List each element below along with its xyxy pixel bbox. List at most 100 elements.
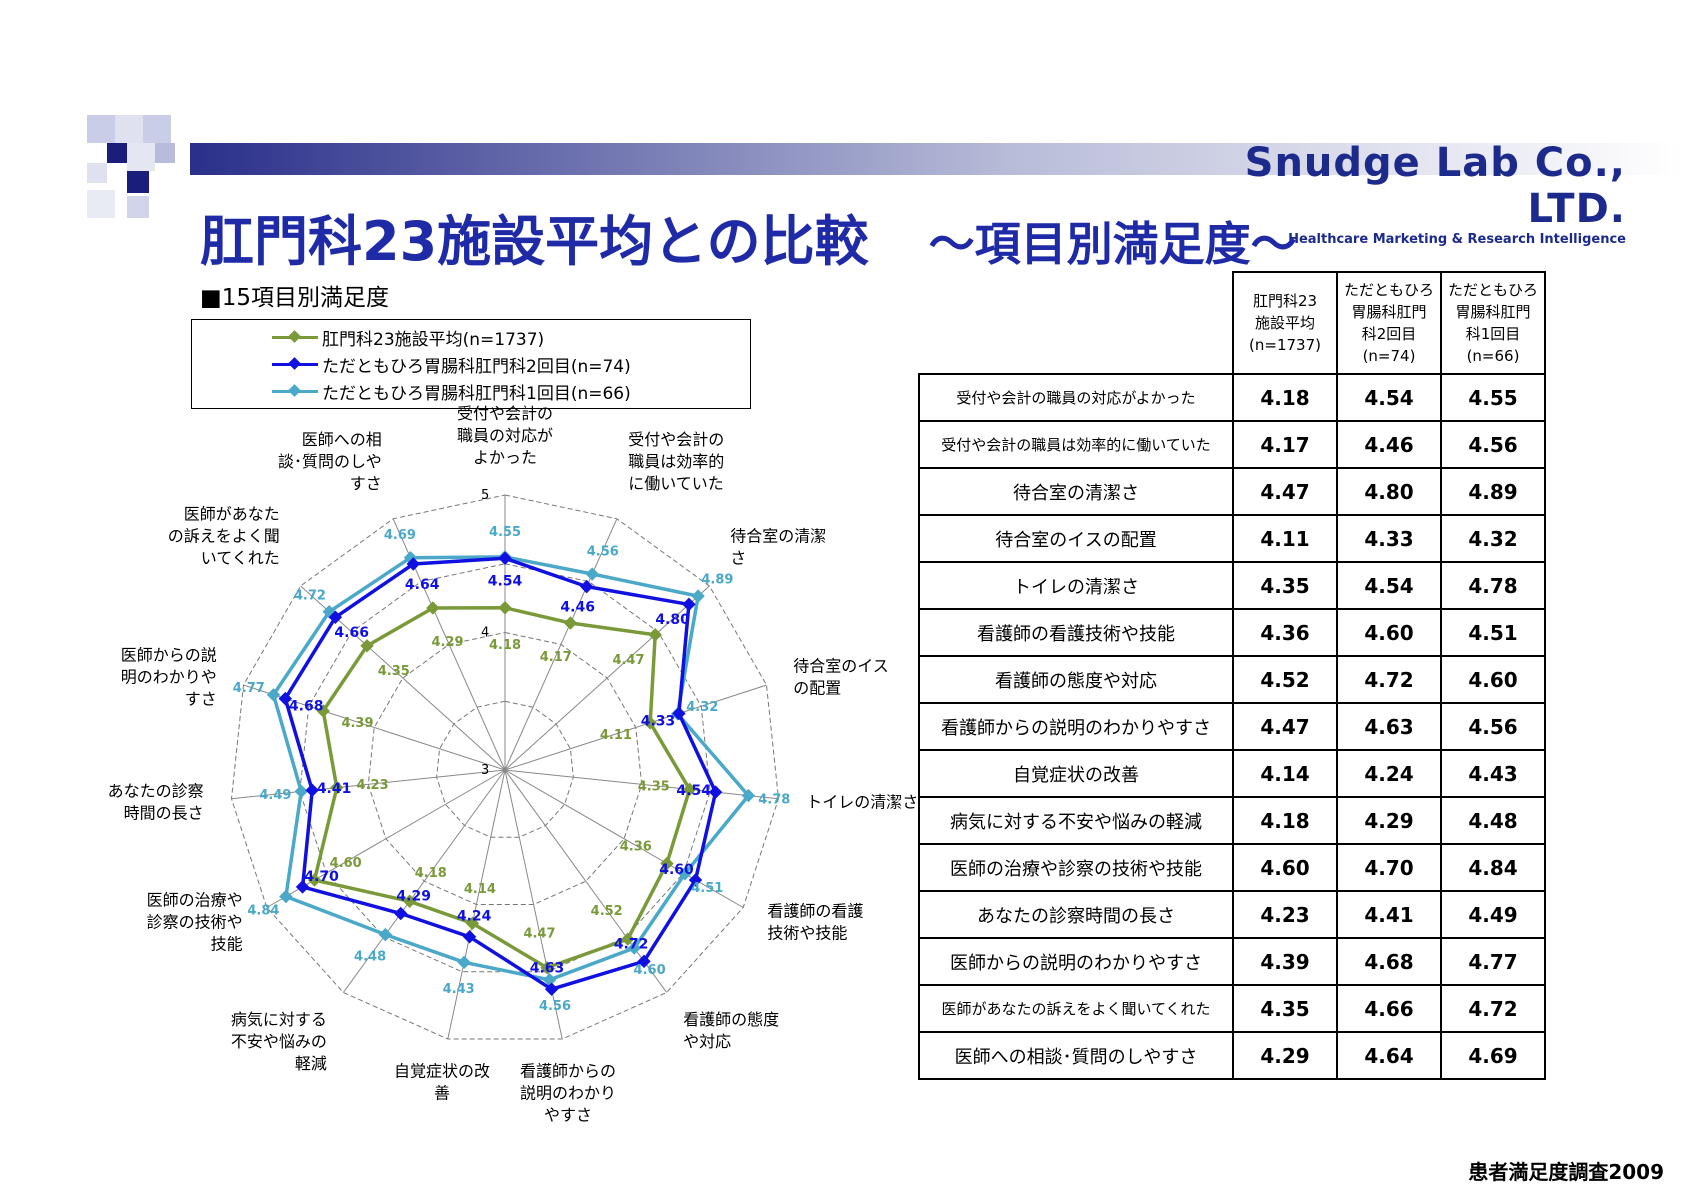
deco-square <box>87 190 115 218</box>
table-header-row: 肛門科23 施設平均 (n=1737) ただともひろ 胃腸科肛門 科2回目 (n… <box>919 271 1546 375</box>
radar-data-marker <box>660 856 674 871</box>
radar-axis-label: 不安や悩みの <box>231 1032 327 1051</box>
survey-footer: 患者満足度調査2009 <box>1468 1160 1664 1184</box>
legend-swatch-second <box>272 357 318 371</box>
row-label: 看護師の看護技術や技能 <box>918 608 1234 657</box>
radar-axis-label: の訴えをよく聞 <box>168 526 280 545</box>
deco-square <box>127 171 149 193</box>
radar-data-marker <box>378 927 393 942</box>
cell-first: 4.55 <box>1440 373 1546 422</box>
radar-axis-label: 診察の技術や <box>147 913 243 932</box>
radar-axis-label: 説明のわかり <box>520 1083 616 1102</box>
radar-data-marker <box>316 704 330 718</box>
radar-axis-label: あなたの診察 <box>108 782 204 801</box>
radar-data-label: 4.46 <box>560 600 595 616</box>
radar-data-label: 4.24 <box>457 908 492 924</box>
radar-data-label: 4.54 <box>676 783 711 799</box>
radar-data-marker <box>465 916 480 931</box>
radar-axis-label: 病気に対する <box>231 1010 327 1029</box>
radar-data-marker <box>294 784 308 799</box>
cell-avg: 4.18 <box>1232 796 1338 845</box>
header-line: 施設平均 <box>1254 314 1315 332</box>
row-label: あなたの診察時間の長さ <box>918 890 1234 939</box>
radar-axis-label: 医師からの説 <box>121 645 217 664</box>
radar-axis-label: 明のわかりや <box>121 667 217 686</box>
radar-spoke <box>504 518 618 771</box>
radar-data-marker <box>394 906 408 921</box>
radar-spoke <box>504 769 779 800</box>
radar-data-marker <box>498 601 512 615</box>
row-label: 自覚症状の改善 <box>918 749 1234 798</box>
radar-data-marker <box>328 610 343 624</box>
radar-data-marker <box>579 579 594 594</box>
cell-avg: 4.29 <box>1232 1031 1338 1080</box>
radar-data-marker <box>330 780 344 795</box>
radar-data-marker <box>643 716 657 730</box>
radar-data-label: 4.23 <box>357 778 389 793</box>
radar-data-marker <box>266 688 281 702</box>
radar-data-marker <box>648 628 662 642</box>
radar-axis-label: すさ <box>350 474 382 493</box>
cell-first: 4.49 <box>1440 890 1546 939</box>
cell-second: 4.80 <box>1336 467 1442 516</box>
cell-second: 4.70 <box>1336 843 1442 892</box>
cell-first: 4.72 <box>1440 984 1546 1033</box>
radar-axis-label: 軽減 <box>295 1054 327 1073</box>
cell-second: 4.29 <box>1336 796 1442 845</box>
radar-data-marker <box>360 639 374 653</box>
radar-axis-label: 自覚症状の改 <box>394 1061 490 1080</box>
radar-tick-label: 4 <box>481 626 489 641</box>
legend-label-avg: 肛門科23施設平均(n=1737) <box>322 329 545 350</box>
cell-avg: 4.60 <box>1232 843 1338 892</box>
cell-second: 4.24 <box>1336 749 1442 798</box>
cell-second: 4.68 <box>1336 937 1442 986</box>
cell-second: 4.33 <box>1336 514 1442 563</box>
radar-data-marker <box>540 961 554 975</box>
radar-axis-label: や対応 <box>683 1032 731 1051</box>
radar-data-label: 4.72 <box>614 937 649 953</box>
row-label: 医師があなたの訴えをよく聞いてくれた <box>918 984 1234 1033</box>
radar-spoke <box>504 769 668 993</box>
row-label: 医師への相談･質問のしやすさ <box>918 1031 1234 1080</box>
radar-data-label: 4.49 <box>259 788 291 803</box>
radar-axis-label: 看護師の態度 <box>683 1010 779 1029</box>
radar-axis-label: やすさ <box>544 1105 592 1124</box>
header-line: ただともひろ <box>1343 281 1434 299</box>
row-label: 看護師からの説明のわかりやすさ <box>918 702 1234 751</box>
radar-spoke <box>504 769 744 908</box>
row-label: 医師からの説明のわかりやすさ <box>918 937 1234 986</box>
radar-series-line <box>283 556 718 992</box>
radar-data-label: 4.78 <box>758 792 790 807</box>
radar-axis-label: 時間の長さ <box>124 804 204 823</box>
radar-data-label: 4.32 <box>686 700 718 715</box>
row-label: 受付や会計の職員は効率的に働いていた <box>918 420 1234 469</box>
radar-data-marker <box>585 567 599 581</box>
radar-axis-label: 看護師の看護 <box>767 902 863 921</box>
radar-data-label: 4.89 <box>701 573 733 588</box>
cell-first: 4.78 <box>1440 561 1546 610</box>
legend-item-avg: 肛門科23施設平均(n=1737) <box>272 324 544 350</box>
radar-data-label: 4.64 <box>405 577 440 593</box>
radar-data-label: 4.84 <box>247 904 279 919</box>
cell-avg: 4.36 <box>1232 608 1338 657</box>
page-title-sub: ～項目別満足度～ <box>928 217 1297 271</box>
radar-data-label: 4.69 <box>384 528 416 543</box>
cell-first: 4.56 <box>1440 420 1546 469</box>
radar-data-marker <box>741 788 756 803</box>
radar-axis-label: 談･質問のしや <box>278 452 382 471</box>
deco-square <box>143 115 171 143</box>
radar-data-marker <box>462 930 477 944</box>
radar-data-marker <box>627 941 642 955</box>
radar-data-label: 4.70 <box>304 869 339 885</box>
radar-axis-label: 受付や会計の <box>457 404 553 423</box>
radar-data-marker <box>426 601 440 615</box>
header-line: 科1回目 <box>1465 325 1521 343</box>
cell-first: 4.56 <box>1440 702 1546 751</box>
radar-axis-label: 職員の対応が <box>457 426 553 445</box>
deco-square <box>127 143 155 171</box>
cell-first: 4.51 <box>1440 608 1546 657</box>
radar-data-marker <box>305 783 319 797</box>
